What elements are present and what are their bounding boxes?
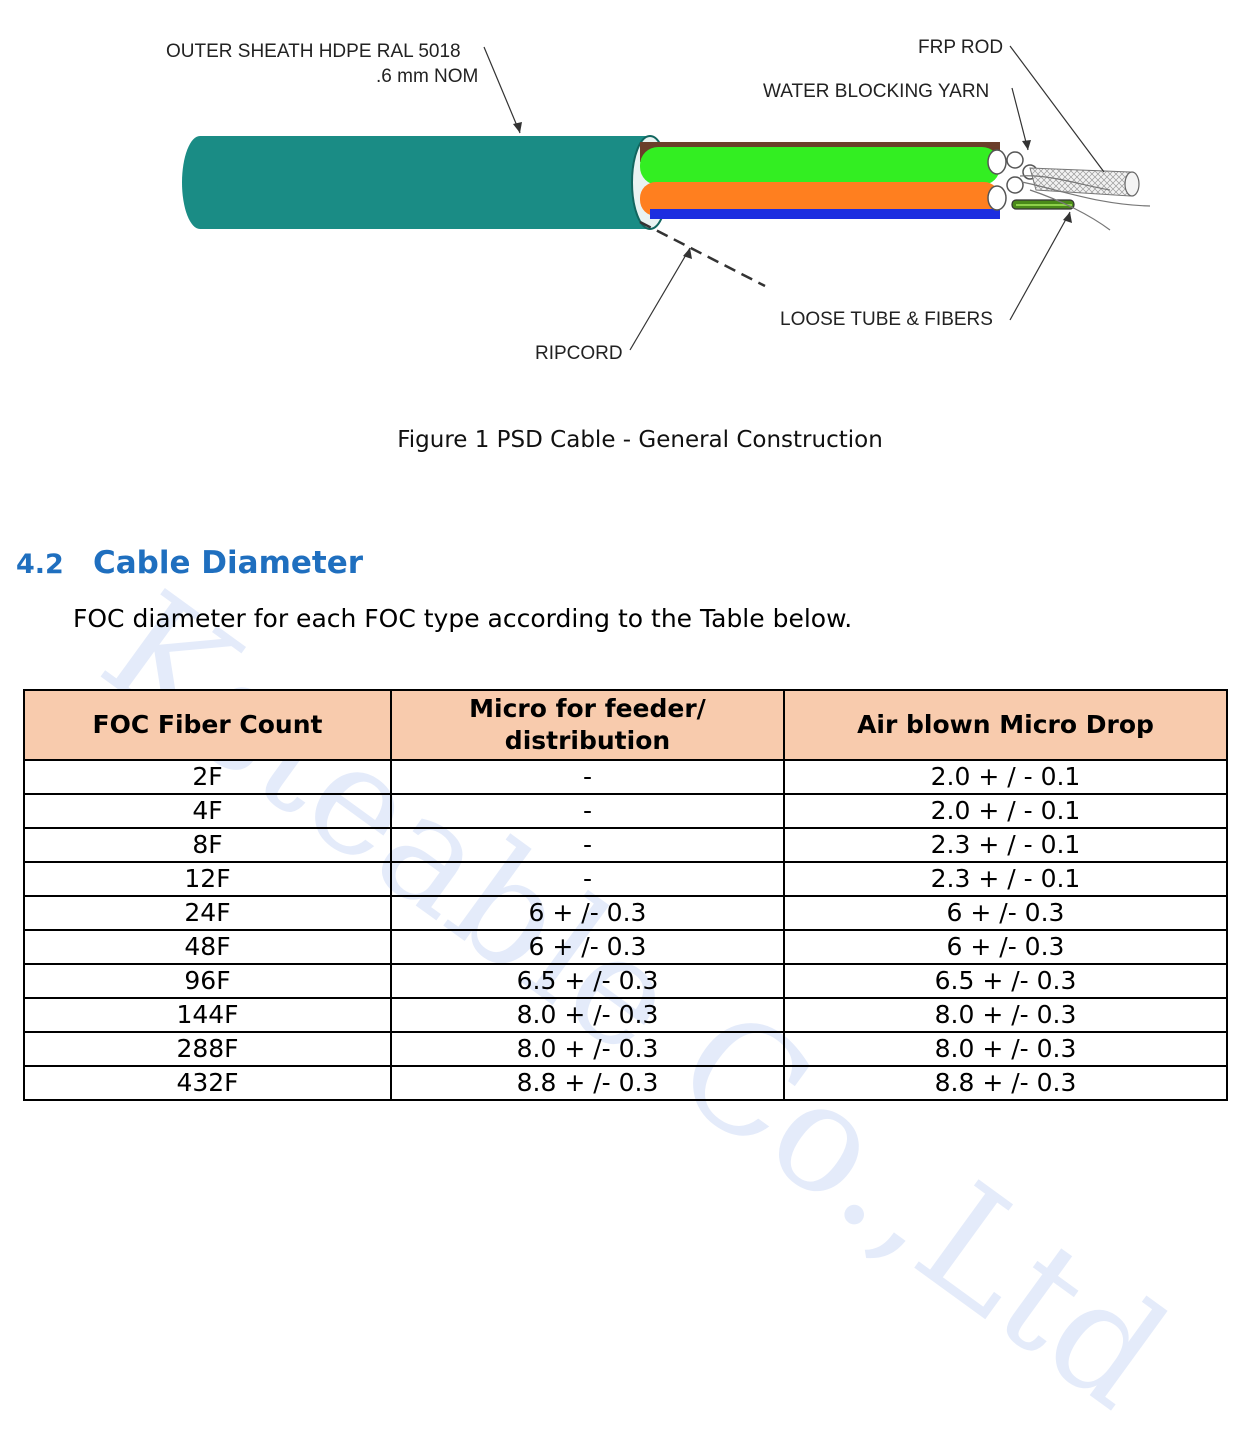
fiber-count-cell: 432F	[23, 1065, 392, 1101]
fiber-count-cell: 24F	[23, 895, 392, 931]
frp-rod	[1029, 167, 1140, 197]
fiber-count-cell: 12F	[23, 861, 392, 897]
ripcord-label: RIPCORD	[535, 343, 623, 364]
air-blown-cell: 8.8 + /- 0.3	[783, 1065, 1228, 1101]
air-blown-cell: 6.5 + /- 0.3	[783, 963, 1228, 999]
leader-lines	[483, 45, 1105, 351]
micro-feeder-cell: -	[390, 861, 785, 897]
micro-feeder-cell: 8.0 + /- 0.3	[390, 1031, 785, 1067]
air-blown-cell: 2.3 + / - 0.1	[783, 827, 1228, 863]
micro-feeder-cell: -	[390, 759, 785, 795]
fiber-count-cell: 4F	[23, 793, 392, 829]
table-row: 12F-2.3 + / - 0.1	[23, 861, 1228, 897]
fiber-count-cell: 8F	[23, 827, 392, 863]
air-blown-cell: 2.3 + / - 0.1	[783, 861, 1228, 897]
leader-arrowheads	[513, 122, 1072, 259]
table-row: 8F-2.3 + / - 0.1	[23, 827, 1228, 863]
water-blocking-yarn	[1019, 175, 1151, 231]
micro-feeder-cell: 6 + /- 0.3	[390, 929, 785, 965]
fiber-count-cell: 2F	[23, 759, 392, 795]
micro-feeder-cell: 8.0 + /- 0.3	[390, 997, 785, 1033]
outer-sheath-thickness-label: .6 mm NOM	[376, 66, 479, 87]
air-blown-cell: 6 + /- 0.3	[783, 929, 1228, 965]
section-intro: FOC diameter for each FOC type according…	[73, 604, 853, 633]
air-blown-cell: 2.0 + / - 0.1	[783, 759, 1228, 795]
air-blown-cell: 8.0 + /- 0.3	[783, 997, 1228, 1033]
air-blown-cell: 8.0 + /- 0.3	[783, 1031, 1228, 1067]
fiber-count-cell: 144F	[23, 997, 392, 1033]
frp-rod-label: FRP ROD	[918, 37, 1004, 58]
figure-caption: Figure 1 PSD Cable - General Constructio…	[397, 427, 883, 453]
air-blown-cell: 2.0 + / - 0.1	[783, 793, 1228, 829]
micro-feeder-cell: 6.5 + /- 0.3	[390, 963, 785, 999]
header-micro-feeder: Micro for feeder/ distribution	[390, 689, 785, 761]
outer-sheath	[182, 135, 669, 230]
table-header-row: FOC Fiber Count Micro for feeder/ distri…	[23, 689, 1228, 761]
header-fiber-count: FOC Fiber Count	[23, 689, 392, 761]
outer-sheath-label: OUTER SHEATH HDPE RAL 5018	[166, 41, 461, 62]
water-blocking-yarn-label: WATER BLOCKING YARN	[763, 81, 990, 102]
cable-diameter-table: FOC Fiber Count Micro for feeder/ distri…	[23, 689, 1228, 1101]
micro-feeder-cell: -	[390, 793, 785, 829]
micro-feeder-cell: -	[390, 827, 785, 863]
air-blown-cell: 6 + /- 0.3	[783, 895, 1228, 931]
loose-tubes	[640, 142, 1038, 219]
header-air-blown: Air blown Micro Drop	[783, 689, 1228, 761]
fiber-ends	[1011, 199, 1075, 210]
section-number: 4.2	[16, 549, 64, 580]
fiber-count-cell: 288F	[23, 1031, 392, 1067]
table-row: 2F-2.0 + / - 0.1	[23, 759, 1228, 795]
section-heading: 4.2 Cable Diameter	[16, 545, 363, 581]
loose-tube-fibers-label: LOOSE TUBE & FIBERS	[780, 309, 993, 330]
cable-construction-figure	[182, 45, 1151, 351]
fiber-count-cell: 96F	[23, 963, 392, 999]
micro-feeder-cell: 6 + /- 0.3	[390, 895, 785, 931]
table-row: 4F-2.0 + / - 0.1	[23, 793, 1228, 829]
micro-feeder-cell: 8.8 + /- 0.3	[390, 1065, 785, 1101]
section-title: Cable Diameter	[93, 545, 364, 581]
ripcord	[639, 220, 766, 288]
fiber-count-cell: 48F	[23, 929, 392, 965]
